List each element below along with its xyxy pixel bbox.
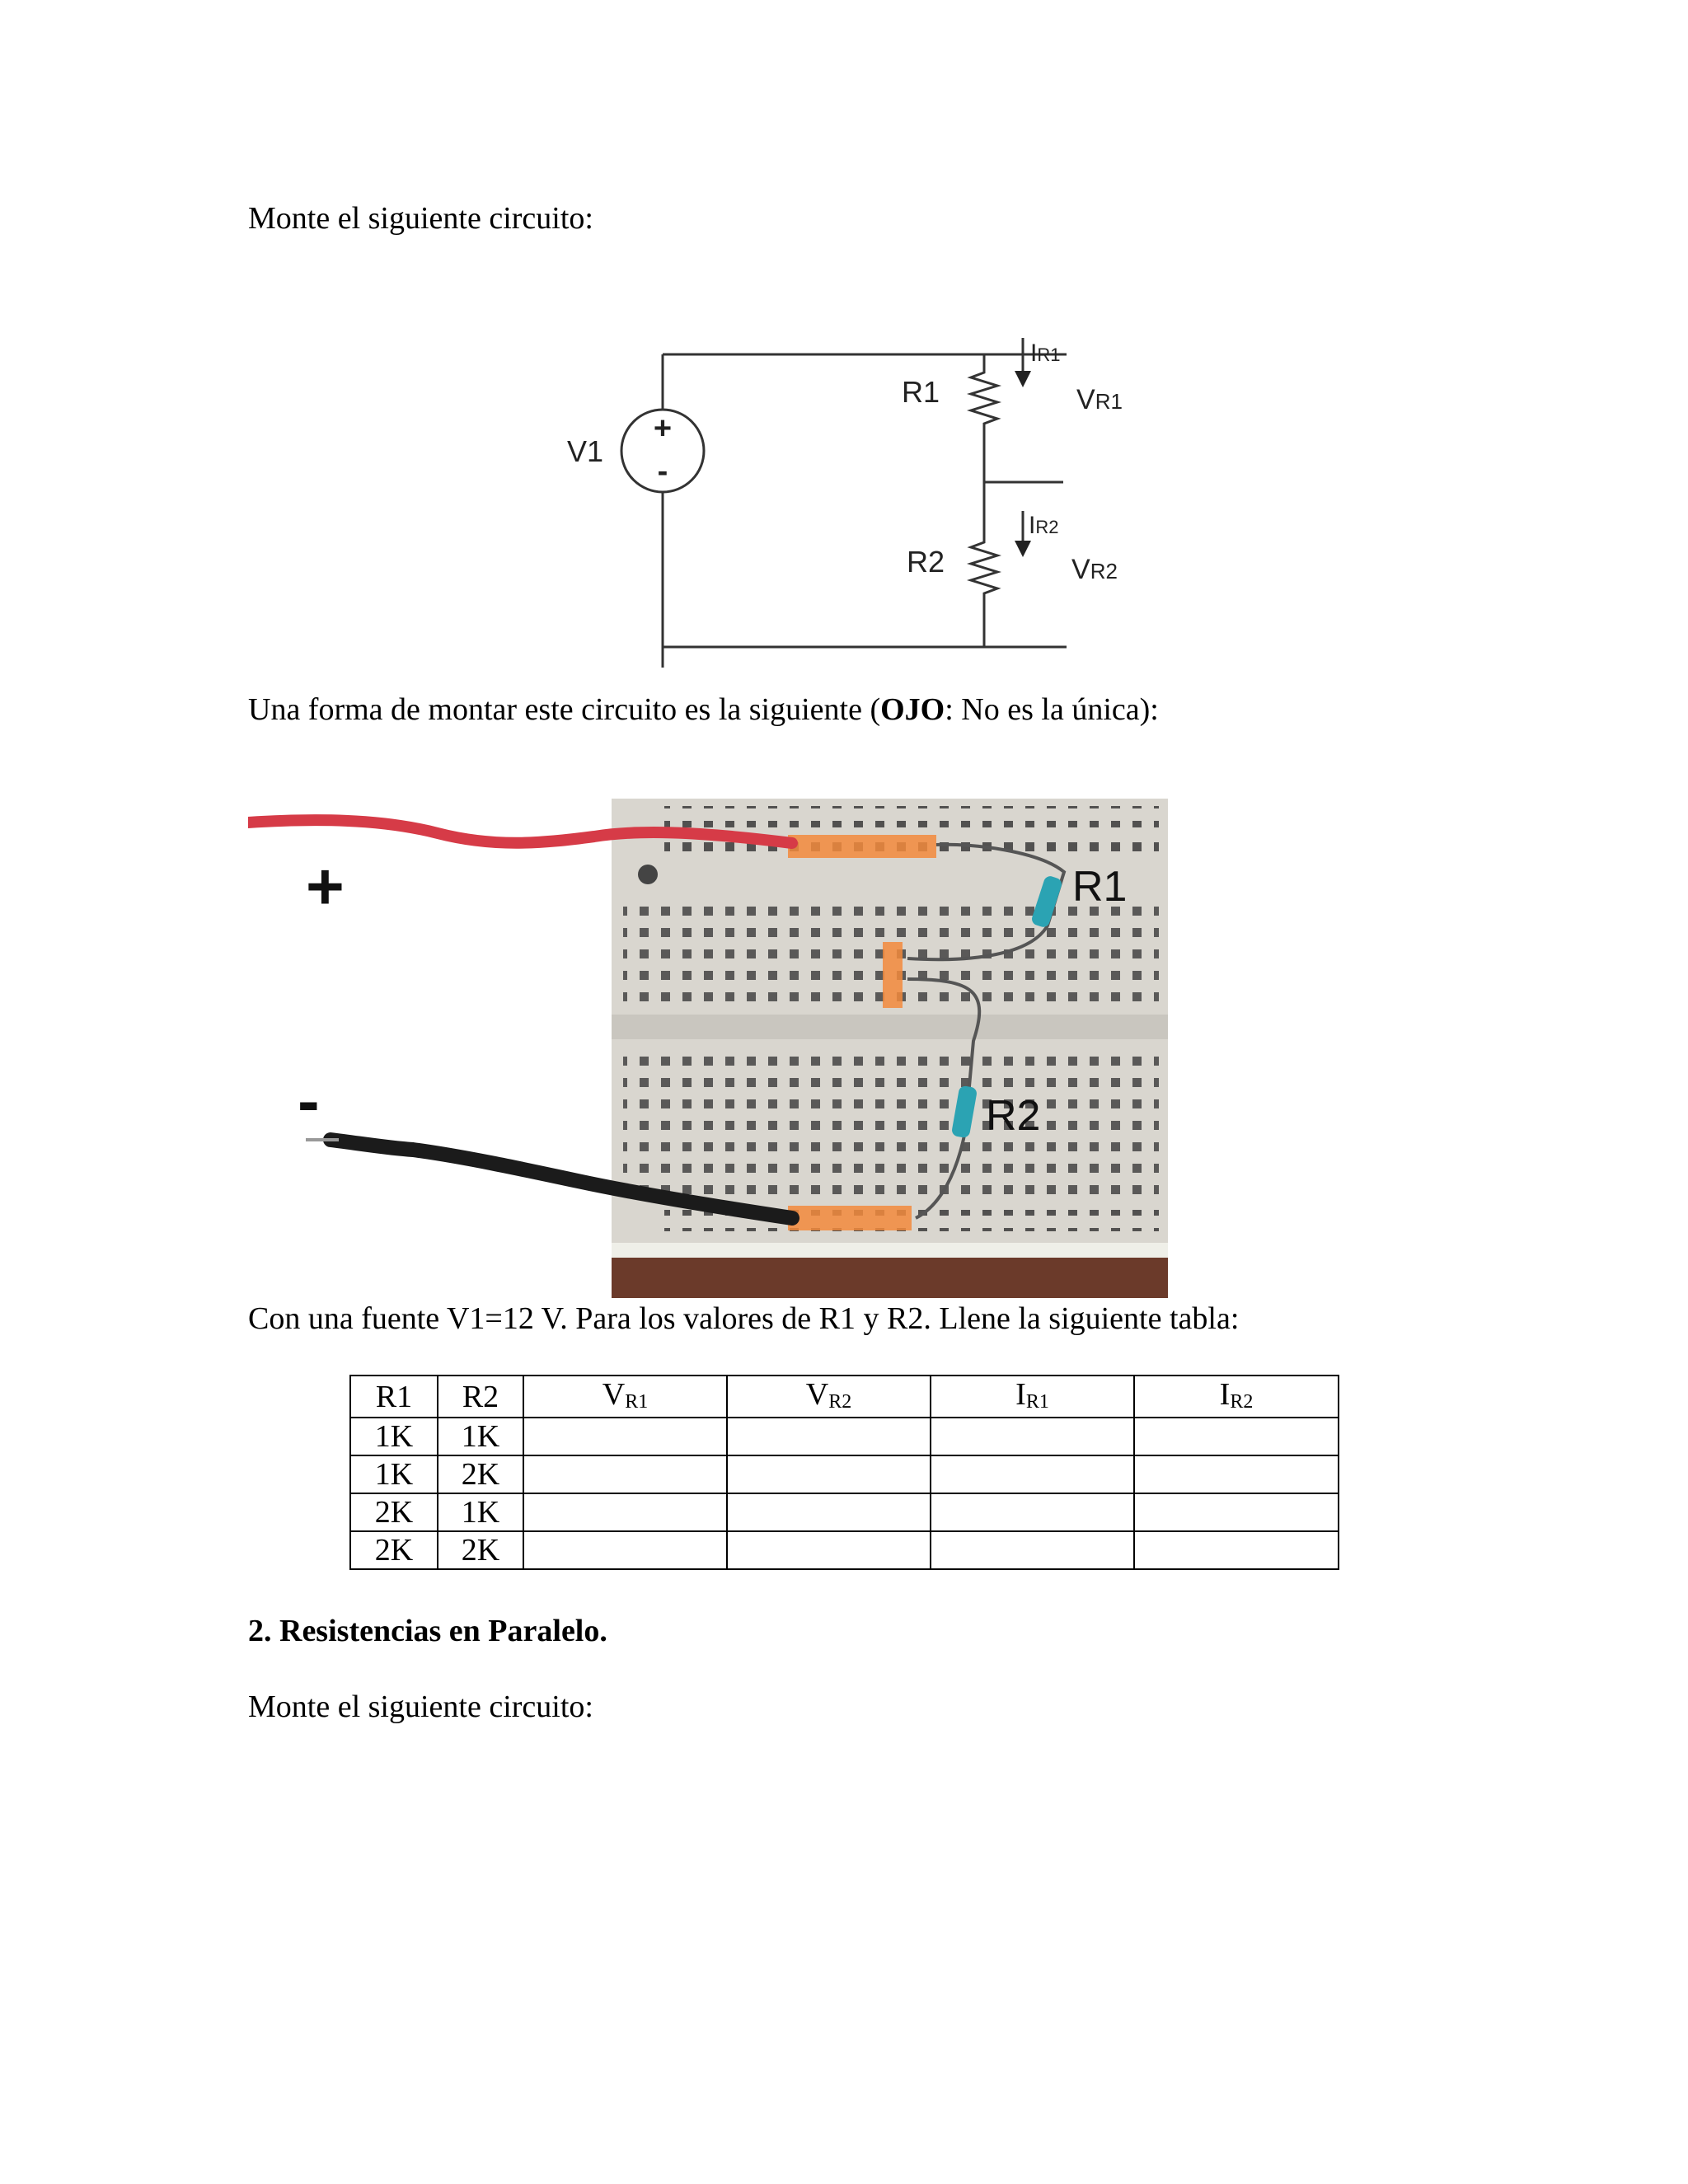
source-plus: + bbox=[654, 411, 672, 446]
source-minus: - bbox=[658, 454, 668, 489]
cell-vr1[interactable] bbox=[523, 1530, 728, 1570]
cell-r2: 2K bbox=[437, 1455, 524, 1494]
cell-r1: 1K bbox=[349, 1455, 438, 1494]
current-r2-label: IR2 bbox=[1029, 512, 1058, 539]
cell-ir2[interactable] bbox=[1133, 1493, 1339, 1532]
current-r1-label: IR1 bbox=[1030, 340, 1060, 367]
series-circuit-schematic: + - V1 R1 R2 IR1 IR2 VR1 VR2 bbox=[567, 338, 1123, 668]
instruction-text: Monte el siguiente circuito: bbox=[248, 201, 593, 236]
r1-label: R1 bbox=[902, 375, 940, 409]
cell-r2: 1K bbox=[437, 1417, 524, 1456]
table-instruction-text: Con una fuente V1=12 V. Para los valores… bbox=[248, 1301, 1240, 1336]
header-r1: R1 bbox=[349, 1375, 438, 1418]
intro-text-start: Una forma de montar este circuito es la … bbox=[248, 692, 881, 727]
cell-vr2[interactable] bbox=[726, 1455, 931, 1494]
photo-r1-label: R1 bbox=[1072, 863, 1127, 911]
r2-label: R2 bbox=[907, 545, 945, 579]
cell-r2: 1K bbox=[437, 1493, 524, 1532]
cell-ir1[interactable] bbox=[930, 1493, 1135, 1532]
resistor-r1 bbox=[1032, 876, 1062, 927]
positive-wire bbox=[248, 814, 798, 849]
source-label: V1 bbox=[567, 434, 603, 468]
instruction-text: Monte el siguiente circuito: bbox=[248, 1690, 593, 1724]
cell-ir2[interactable] bbox=[1133, 1417, 1339, 1456]
section-heading: 2. Resistencias en Paralelo. bbox=[248, 1614, 607, 1648]
table-header-row: R1 R2 VR1 VR2 IR1 IR2 bbox=[349, 1375, 1339, 1418]
cell-ir1[interactable] bbox=[930, 1530, 1135, 1570]
cell-ir2[interactable] bbox=[1133, 1455, 1339, 1494]
voltage-r2-label: VR2 bbox=[1071, 554, 1118, 585]
cell-vr1[interactable] bbox=[523, 1417, 728, 1456]
photo-r2-label: R2 bbox=[986, 1092, 1040, 1140]
cell-r1: 2K bbox=[349, 1493, 438, 1532]
table-row: 1K 2K bbox=[349, 1455, 1339, 1494]
warning-word: OJO bbox=[880, 692, 945, 727]
table-row: 2K 1K bbox=[349, 1493, 1339, 1532]
header-vr1: VR1 bbox=[523, 1375, 728, 1418]
assembly-intro-text: Una forma de montar este circuito es la … bbox=[248, 691, 1159, 729]
voltage-r1-label: VR1 bbox=[1076, 384, 1123, 415]
arrow-down-icon bbox=[1015, 541, 1031, 557]
negative-wire bbox=[323, 1132, 799, 1226]
cell-vr2[interactable] bbox=[726, 1530, 931, 1570]
table-row: 1K 1K bbox=[349, 1417, 1339, 1456]
cell-vr2[interactable] bbox=[726, 1493, 931, 1532]
voltage-source-icon bbox=[620, 408, 706, 494]
photo-plus-label: + bbox=[306, 850, 345, 923]
cell-ir1[interactable] bbox=[930, 1417, 1135, 1456]
header-ir2: IR2 bbox=[1133, 1375, 1339, 1418]
photo-minus-label: - bbox=[298, 1064, 320, 1137]
table-row: 2K 2K bbox=[349, 1530, 1339, 1570]
breadboard-photo: + - R1 R2 bbox=[248, 799, 1168, 1298]
header-vr2: VR2 bbox=[726, 1375, 931, 1418]
cell-vr1[interactable] bbox=[523, 1455, 728, 1494]
r1-zigzag bbox=[966, 367, 1002, 437]
cell-r1: 2K bbox=[349, 1530, 438, 1570]
results-table: R1 R2 VR1 VR2 IR1 IR2 1K 1K 1K 2K 2K 1K bbox=[349, 1375, 1339, 1570]
cell-r1: 1K bbox=[349, 1417, 438, 1456]
arrow-down-icon bbox=[1015, 371, 1031, 387]
cell-vr2[interactable] bbox=[726, 1417, 931, 1456]
r2-zigzag bbox=[966, 536, 1002, 647]
resistor-r2 bbox=[952, 1085, 977, 1138]
cell-ir1[interactable] bbox=[930, 1455, 1135, 1494]
cell-ir2[interactable] bbox=[1133, 1530, 1339, 1570]
cell-r2: 2K bbox=[437, 1530, 524, 1570]
header-r2: R2 bbox=[437, 1375, 524, 1418]
header-ir1: IR1 bbox=[930, 1375, 1135, 1418]
intro-text-end: : No es la única): bbox=[945, 692, 1159, 727]
cell-vr1[interactable] bbox=[523, 1493, 728, 1532]
